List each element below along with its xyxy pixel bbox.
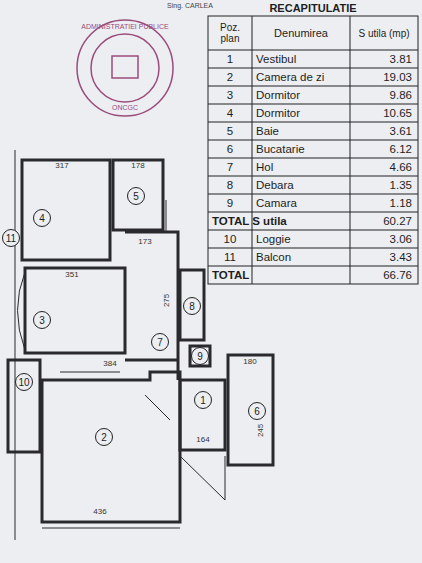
room-number: 7	[151, 333, 169, 351]
table-cell: 5	[227, 125, 233, 138]
table-cell: Camera de zi	[256, 71, 324, 84]
table-cell: 6	[227, 143, 233, 156]
room-number-text: 2	[101, 432, 107, 443]
table-row-line	[208, 140, 418, 141]
table-row-line	[208, 230, 418, 231]
table-cell: 9.86	[390, 89, 412, 102]
table-cell: 8	[227, 179, 233, 192]
stamp-text: ONCGC	[112, 104, 138, 112]
table-cell: TOTAL S utila	[212, 215, 287, 228]
table-row-line	[208, 266, 418, 267]
table-row-line	[208, 212, 418, 213]
room-number: 3	[33, 311, 51, 329]
table-cell: 7	[227, 161, 233, 174]
dimension-text: 178	[130, 162, 145, 171]
table-cell: 3.61	[390, 125, 412, 138]
table-header: Poz. plan	[212, 22, 248, 44]
table-row-line	[208, 122, 418, 123]
table-cell: TOTAL	[212, 269, 249, 282]
table-cell: Hol	[256, 161, 273, 174]
table-cell: 1.35	[390, 179, 412, 192]
table-cell: Debara	[256, 179, 294, 192]
table-cell: 6.12	[390, 143, 412, 156]
table-grid	[208, 16, 418, 284]
room-number: 9	[191, 347, 209, 365]
wall-details	[15, 150, 225, 540]
table-cell: 3	[227, 89, 233, 102]
table-cell: Loggie	[256, 233, 291, 246]
dimension-text: 245	[258, 422, 267, 437]
room-number-text: 9	[197, 351, 203, 362]
table-cell: 9	[227, 197, 233, 210]
table-cell: Vestibul	[256, 53, 296, 66]
room-number-text: 8	[189, 301, 195, 312]
room-number-text: 3	[39, 315, 45, 326]
dimension-text: 351	[64, 271, 79, 280]
table-cell: Balcon	[256, 251, 291, 264]
stamp-text: ADMINISTRATIEI PUBLICE	[81, 23, 168, 31]
room-number: 5	[127, 187, 145, 205]
table-row-line	[208, 158, 418, 159]
room-number: 10	[15, 373, 33, 391]
table-cell: 1.18	[390, 197, 412, 210]
dimension-text: 436	[92, 508, 107, 517]
table-title: RECAPITULATIE	[269, 2, 356, 14]
table-row-line	[208, 68, 418, 69]
table-cell: 60.27	[383, 215, 412, 228]
room-number-text: 1	[200, 395, 206, 406]
room-number-text: 10	[18, 377, 29, 388]
room-number-text: 11	[6, 233, 16, 244]
table-row-line	[208, 194, 418, 195]
table-cell: 66.76	[383, 269, 412, 282]
table-cell: 3.81	[390, 53, 412, 66]
dimension-text: 275	[164, 292, 173, 307]
room-number: 11	[2, 229, 20, 247]
table-cell: 11	[224, 251, 236, 264]
walls	[8, 160, 273, 522]
table-cell: Camara	[256, 197, 297, 210]
room-number: 8	[183, 297, 201, 315]
table-header: Denumirea	[274, 27, 328, 39]
room-number-text: 6	[254, 406, 260, 417]
room-number-text: 4	[39, 213, 45, 224]
table-row-line	[208, 176, 418, 177]
table-header: S utila (mp)	[356, 28, 412, 39]
dimension-text: 164	[195, 436, 210, 445]
room-number-text: 7	[157, 337, 163, 348]
dimension-text: 180	[242, 358, 257, 367]
table-cell: 10.65	[383, 107, 412, 120]
room-number-text: 5	[133, 191, 139, 202]
table-row-line	[208, 104, 418, 105]
dimension-text: 317	[54, 162, 69, 171]
table-row-line	[208, 248, 418, 249]
table-cell: 4	[227, 107, 233, 120]
room-number: 6	[248, 402, 266, 420]
stamp-text: Sing. CARLEA	[167, 2, 213, 10]
table-cell: 3.06	[390, 233, 412, 246]
table-cell: 19.03	[383, 71, 412, 84]
dimension-text: 384	[102, 360, 117, 369]
stamp	[77, 20, 173, 116]
table-cell: 10	[224, 233, 237, 246]
table-cell: 1	[227, 53, 233, 66]
table-cell: 2	[227, 71, 233, 84]
dimension-text: 173	[137, 238, 152, 247]
room-number: 4	[33, 209, 51, 227]
table-cell: Bucatarie	[256, 143, 305, 156]
table-cell: 4.66	[390, 161, 412, 174]
room-number: 2	[95, 428, 113, 446]
table-cell: Dormitor	[256, 107, 300, 120]
table-cell: 3.43	[390, 251, 412, 264]
table-cell: Dormitor	[256, 89, 300, 102]
room-number: 1	[194, 391, 212, 409]
table-cell: Baie	[256, 125, 279, 138]
table-row-line	[208, 86, 418, 87]
